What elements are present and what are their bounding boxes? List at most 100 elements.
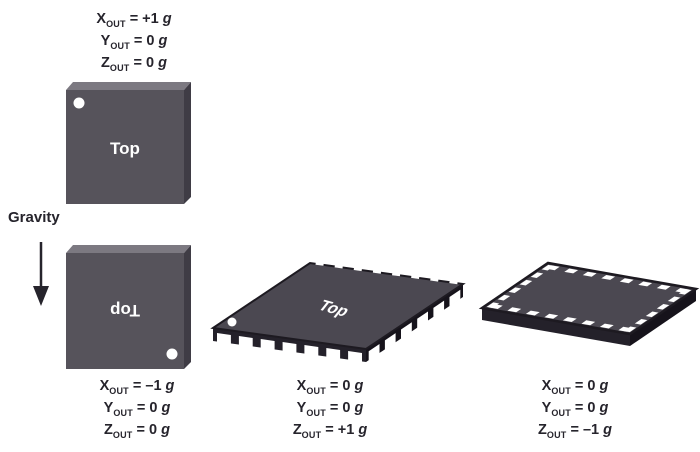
solder-pad — [545, 265, 560, 271]
solder-pad — [678, 289, 692, 295]
chip-upright-graphic: Top — [66, 82, 191, 204]
axis-value: = +1 — [129, 11, 159, 27]
flat-chip-right-side — [630, 289, 696, 346]
solder-pad — [582, 271, 597, 277]
chip-flat-top-down-graphic — [478, 261, 700, 346]
solder-pad — [656, 304, 670, 310]
pin1-marker-dot — [227, 317, 237, 327]
chip-side-bevel — [184, 82, 191, 204]
flat-chip-left-side — [482, 308, 630, 346]
solder-pad — [417, 311, 428, 329]
axis-value: = 0 — [329, 400, 351, 416]
solder-pad — [618, 326, 633, 332]
solder-pad — [315, 260, 324, 266]
unit-g: g — [161, 400, 171, 416]
solder-pad — [392, 270, 401, 277]
solder-pad — [449, 278, 458, 285]
axis-value: = 0 — [136, 422, 158, 438]
solder-pad — [508, 287, 522, 293]
solder-pad — [282, 342, 297, 353]
axis-subscript: OUT — [551, 385, 571, 396]
unit-g: g — [599, 378, 609, 394]
solder-pad — [645, 311, 659, 318]
axis-value: = 0 — [574, 378, 596, 394]
flat-chip-bottom-face — [478, 261, 700, 336]
axis-subscript: OUT — [112, 429, 133, 440]
unit-g: g — [158, 33, 168, 49]
axis-value: = +1 — [325, 422, 355, 438]
axis-subscript: OUT — [106, 18, 126, 29]
chip-flat-down-pad-ring — [486, 264, 692, 333]
chip-flat-up-right-pads — [368, 289, 461, 361]
chip-top-bevel — [66, 245, 191, 253]
chip-flat-up-far-edge-pads — [315, 260, 458, 285]
chip-inverted-graphic: Top — [66, 245, 191, 369]
unit-g: g — [162, 11, 172, 27]
solder-pad — [334, 262, 344, 269]
solder-pad — [384, 333, 396, 350]
axis-letter: Y — [296, 400, 307, 416]
axis-letter: Y — [100, 33, 111, 49]
axis-subscript: OUT — [306, 407, 326, 418]
solder-pad — [217, 333, 231, 344]
solder-pad — [544, 313, 559, 319]
solder-pad — [562, 317, 577, 322]
axis-value: = 0 — [329, 378, 351, 394]
solder-pad — [599, 323, 614, 329]
chip-top-label-inverted: Top — [110, 301, 140, 320]
solder-pad — [497, 294, 511, 301]
gravity-arrow — [33, 242, 49, 306]
solder-pad — [564, 268, 579, 274]
solder-pad — [260, 339, 275, 350]
chip-front-face — [66, 253, 184, 369]
axis-subscript: OUT — [301, 429, 322, 440]
gravity-arrow-head — [33, 286, 49, 306]
axis-value: = 0 — [136, 400, 158, 416]
solder-pad — [488, 304, 503, 309]
axis-letter: Z — [292, 422, 302, 438]
solder-pad — [326, 348, 341, 359]
unit-g: g — [165, 378, 175, 394]
unit-g: g — [161, 422, 170, 438]
solder-pad — [430, 276, 439, 282]
axis-letter: Z — [104, 422, 113, 438]
axis-value: = 0 — [133, 55, 155, 71]
solder-pad — [507, 307, 522, 313]
chip-top-bevel — [66, 82, 191, 90]
chip-side-bevel — [184, 245, 191, 369]
unit-g: g — [603, 422, 612, 438]
solder-pad — [348, 351, 362, 362]
axis-letter: X — [96, 11, 107, 27]
solder-pad — [401, 322, 412, 339]
solder-pad — [638, 281, 653, 287]
solder-pad — [634, 319, 648, 325]
chip-top-label: Top — [110, 139, 140, 158]
chip-flat-up-left-pads — [217, 333, 362, 362]
flat-chip-top-face — [210, 261, 466, 351]
unit-g: g — [158, 55, 167, 71]
axis-value: = –1 — [132, 378, 162, 394]
unit-g: g — [354, 400, 364, 416]
solder-pad — [530, 272, 544, 278]
pin1-marker-dot — [166, 348, 178, 360]
unit-g: g — [354, 378, 364, 394]
solder-pad — [372, 268, 382, 274]
axis-letter: Y — [541, 400, 552, 416]
solder-pad — [304, 345, 319, 356]
solder-pad — [519, 279, 533, 286]
axis-letter: X — [541, 378, 552, 394]
